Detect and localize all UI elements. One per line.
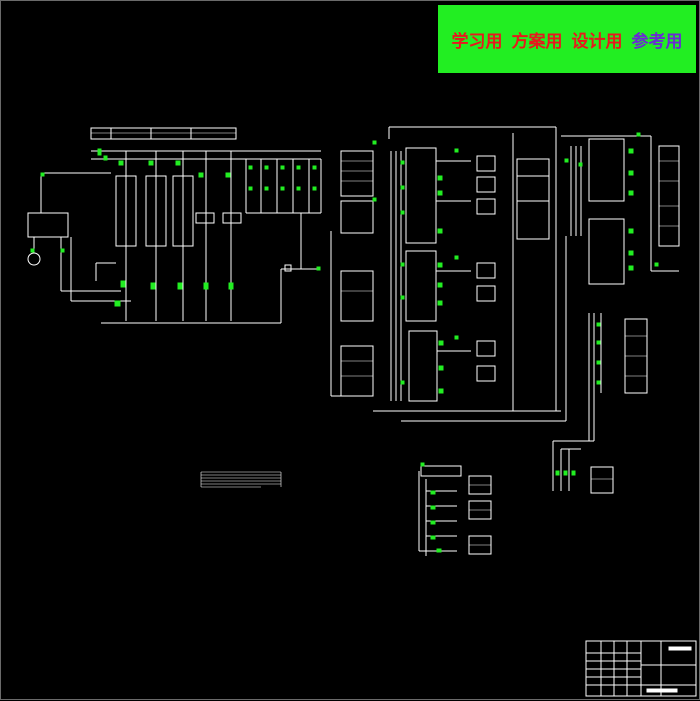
feeder-columns [115,151,322,321]
banner-word-scheme: 方案用 [511,31,563,52]
plc-io-section [330,126,567,422]
watermark-banner: 学习用 方案用 设计用 参考用 [438,5,696,73]
component-symbols [30,132,659,553]
right-cabinet-section [552,135,680,494]
plc-module-1 [405,147,437,244]
middle-cabinet [516,158,550,240]
incoming-cabinet [27,212,69,238]
plc-module-2 [405,250,437,322]
banner-word-design: 设计用 [571,31,623,52]
banner-word-reference: 参考用 [631,31,683,52]
title-block [585,640,697,697]
notes-text-block [200,471,282,488]
title-strip-left [90,127,237,140]
plc-module-3 [408,330,438,402]
power-distribution-section [27,127,322,324]
banner-word-study: 学习用 [451,31,503,52]
control-circuit-section [418,465,492,556]
transformer-symbol [27,252,41,266]
